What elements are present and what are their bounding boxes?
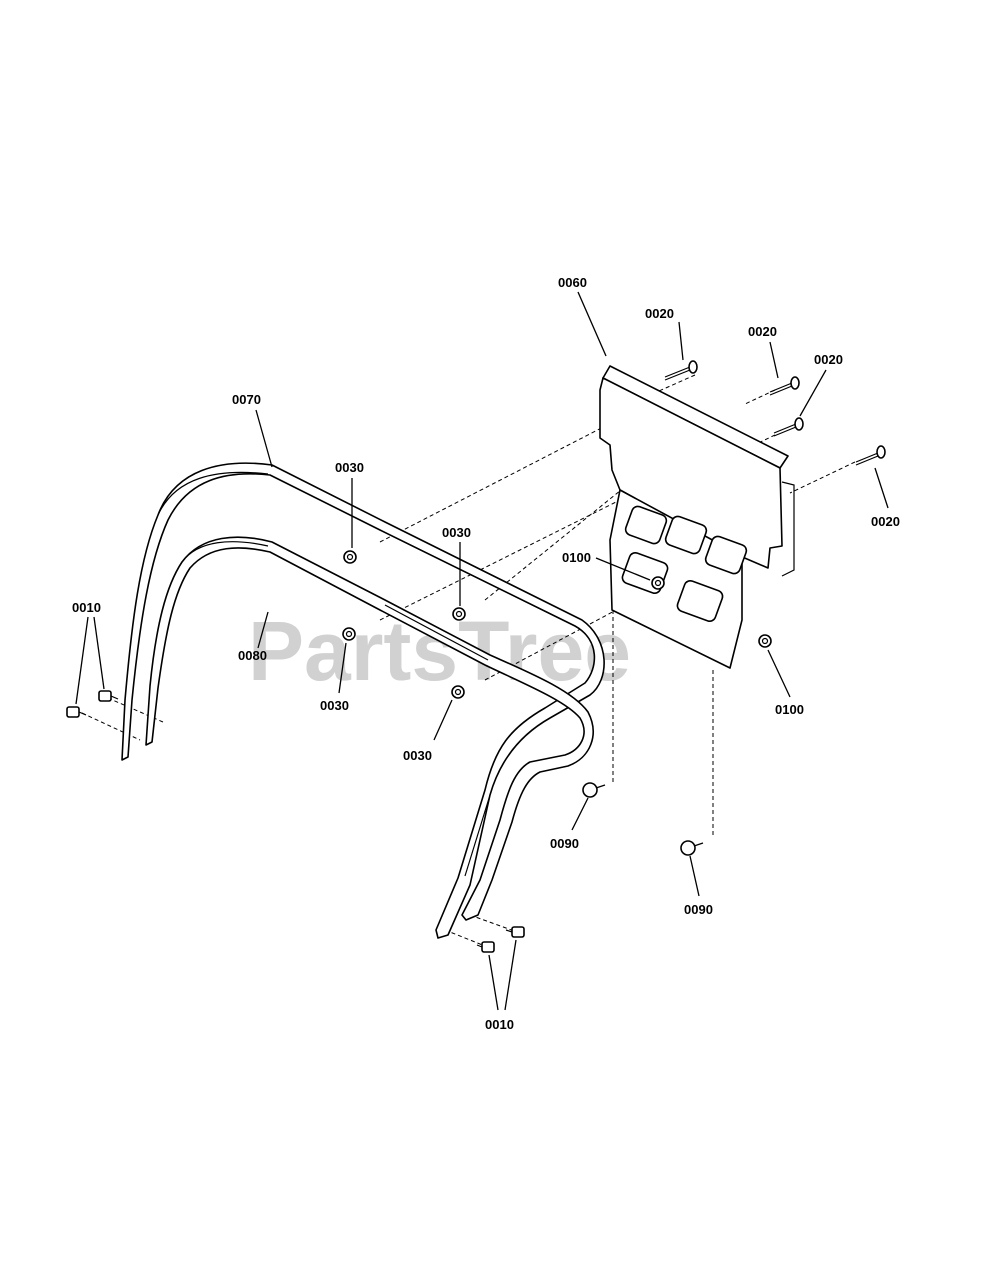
nut-0030-b <box>452 607 466 621</box>
nut-0030-a <box>343 550 357 564</box>
nut-0030-c <box>342 627 356 641</box>
bolt-0010-d <box>505 926 525 938</box>
leader-lines <box>75 291 889 1011</box>
label-0090-b: 0090 <box>684 902 713 917</box>
bolt-0010-c <box>476 941 495 953</box>
label-0020-d: 0020 <box>871 514 900 529</box>
label-0030-a: 0030 <box>335 460 364 475</box>
handle-bar-0070 <box>121 462 605 939</box>
label-0030-d: 0030 <box>403 748 432 763</box>
bolt-0010-a <box>66 706 87 718</box>
label-0070: 0070 <box>232 392 261 407</box>
bolt-0010-b <box>98 690 119 702</box>
nut-0030-d <box>451 685 465 699</box>
label-0090-a: 0090 <box>550 836 579 851</box>
label-0100-b: 0100 <box>775 702 804 717</box>
plate-0060 <box>599 365 795 669</box>
label-0020-b: 0020 <box>748 324 777 339</box>
label-0080: 0080 <box>238 648 267 663</box>
label-0060: 0060 <box>558 275 587 290</box>
bolt-0020-d <box>855 445 886 466</box>
handle-bar-0080 <box>145 536 594 921</box>
label-0030-b: 0030 <box>442 525 471 540</box>
label-0010-b: 0010 <box>485 1017 514 1032</box>
callout-labels: 0060 0020 0020 0020 0020 0070 0030 0030 … <box>72 275 900 1032</box>
bolt-0090-b <box>680 840 704 856</box>
label-0010-a: 0010 <box>72 600 101 615</box>
label-0020-a: 0020 <box>645 306 674 321</box>
label-0020-c: 0020 <box>814 352 843 367</box>
bolt-0020-a <box>664 360 698 381</box>
bolt-0090-a <box>582 782 606 798</box>
nut-0100-b <box>758 634 772 648</box>
nut-0100-a <box>651 576 665 590</box>
label-0100-a: 0100 <box>562 550 591 565</box>
label-0030-c: 0030 <box>320 698 349 713</box>
bolt-0020-b <box>769 376 800 396</box>
bolt-0020-c <box>773 417 804 437</box>
